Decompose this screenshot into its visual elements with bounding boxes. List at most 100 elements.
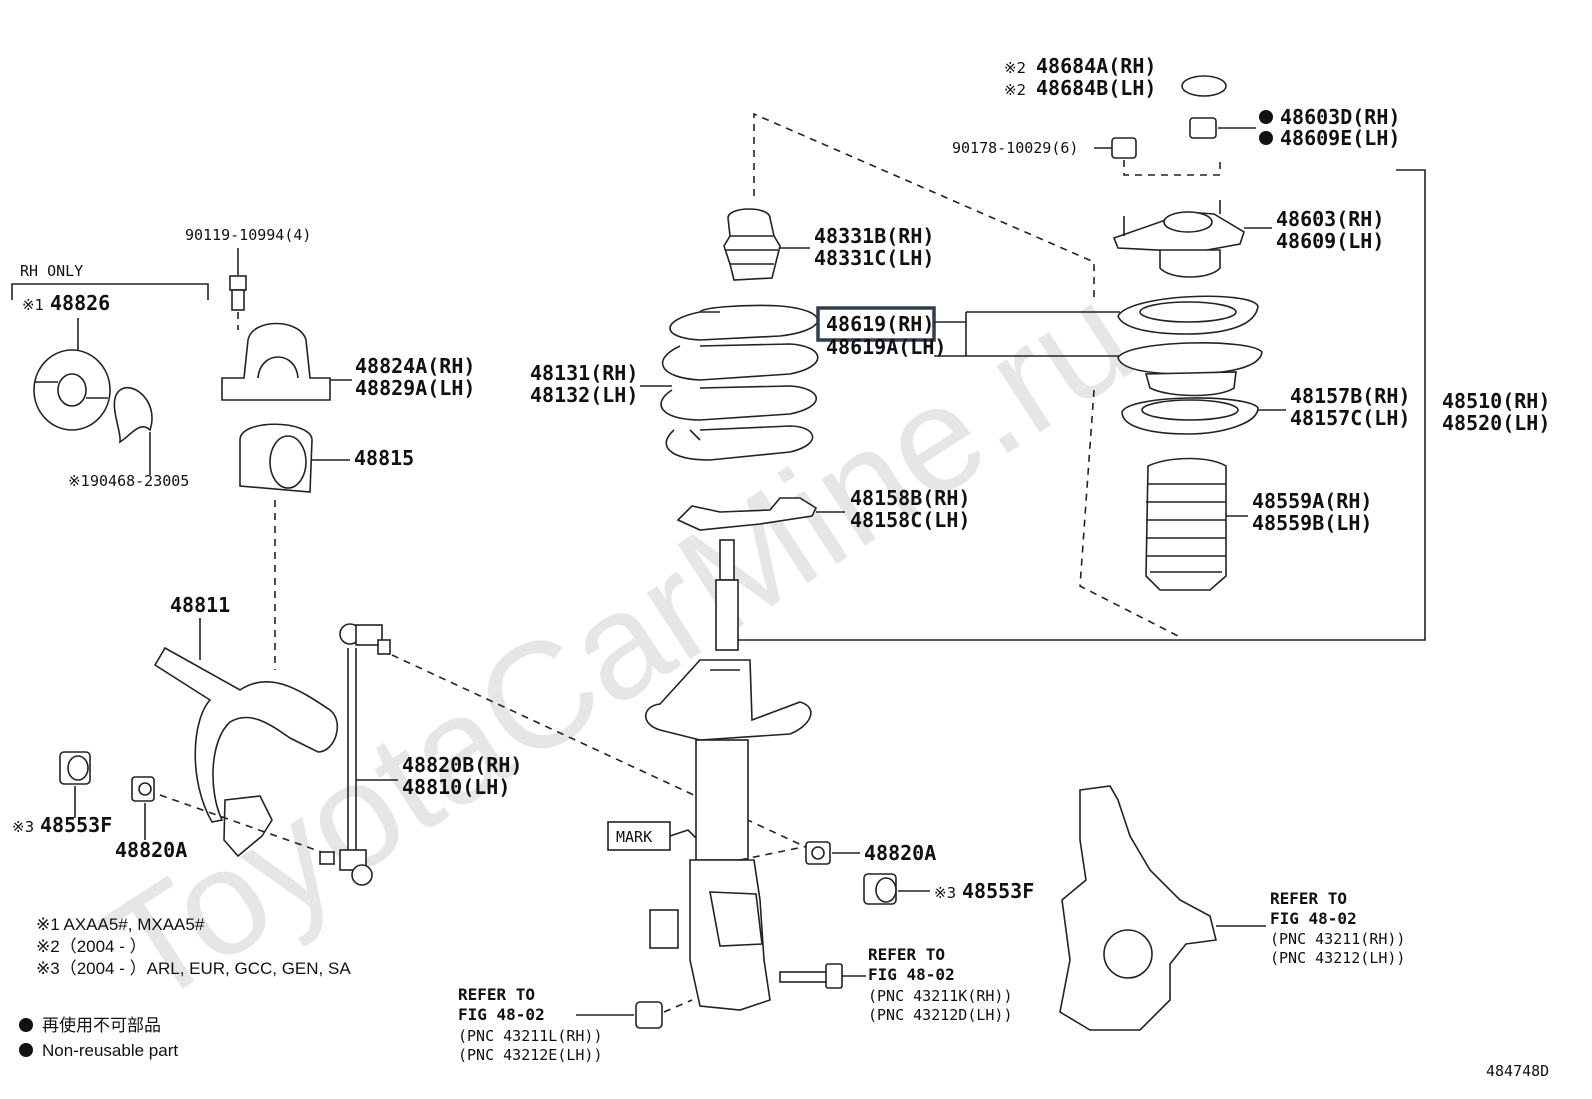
part-48510-strut-assembly[interactable]: 48510(RH) 48520(LH) (1442, 389, 1550, 435)
bolt-refer-l1: REFER TO (868, 945, 945, 964)
label-48520: 48520(LH) (1442, 411, 1550, 435)
label-48553f-left: 48553F (40, 813, 112, 837)
highlight-box (816, 306, 936, 342)
part-48619-insulator-highlighted[interactable]: 48619(RH) 48619A(LH) (816, 306, 1120, 359)
diagram-id: 484748D (1486, 1062, 1549, 1080)
nut-refer-l4: (PNC 43212E(LH)) (458, 1046, 603, 1064)
label-48157b: 48157B(RH) (1290, 384, 1410, 408)
label-48684a: 48684A(RH) (1036, 54, 1156, 78)
label-48609: 48609(LH) (1276, 229, 1384, 253)
rh-only-bracket: RH ONLY (11, 262, 209, 300)
label-48820a-right: 48820A (864, 841, 936, 865)
part-48826[interactable]: ※1 48826 (22, 291, 111, 431)
part-48824a-bracket[interactable]: 48824A(RH) 48829A(LH) (221, 322, 475, 401)
part-48553f-right[interactable]: ※3 48553F (863, 873, 1034, 905)
non-reusable-dot-icon-d (1259, 131, 1273, 145)
part-48603-support[interactable]: 48603(RH) 48609(LH) (1112, 200, 1384, 278)
label-48158b: 48158B(RH) (850, 486, 970, 510)
label-90468: 90468-23005 (90, 472, 189, 490)
label-48619a: 48619A(LH) (826, 335, 946, 359)
label-48810: 48810(LH) (402, 775, 510, 799)
label-48826: 48826 (50, 291, 110, 315)
x2-marker-b: ※2 (1004, 81, 1026, 99)
strut-assembly[interactable] (644, 169, 1426, 1011)
label-48824a: 48824A(RH) (355, 354, 475, 378)
label-48510: 48510(RH) (1442, 389, 1550, 413)
non-reusable-dot-icon (19, 1018, 33, 1032)
x3-marker-right: ※3 (934, 884, 956, 902)
part-48559a-boot[interactable]: 48559A(RH) 48559B(LH) (1145, 457, 1372, 591)
legend: 再使用不可部品 Non-reusable part (19, 1015, 178, 1060)
label-48619: 48619(RH) (826, 312, 934, 336)
part-90178-nut[interactable]: 90178-10029(6) (952, 137, 1221, 176)
bolt-refer-l4: (PNC 43212D(LH)) (868, 1006, 1013, 1024)
label-48331b: 48331B(RH) (814, 224, 934, 248)
part-48820a-right[interactable]: 48820A (805, 841, 936, 865)
non-reusable-dot-icon-b (19, 1043, 33, 1057)
guide-line-top (753, 112, 1095, 300)
label-48158c: 48158C(LH) (850, 508, 970, 532)
knuckle-refer-l4: (PNC 43212(LH)) (1270, 949, 1405, 967)
knuckle-refer-l3: (PNC 43211(RH)) (1270, 930, 1405, 948)
part-48684a-cap[interactable]: ※2 48684A(RH) ※2 48684B(LH) (1004, 54, 1227, 100)
rh-only-label: RH ONLY (20, 262, 83, 280)
label-48331c: 48331C(LH) (814, 246, 934, 270)
label-48811: 48811 (170, 593, 230, 617)
nut-refer-l1: REFER TO (458, 985, 535, 1004)
label-90119: 90119-10994(4) (185, 226, 311, 244)
part-48131-coil-spring[interactable]: 48131(RH) 48132(LH) (530, 304, 819, 461)
label-48609e: 48609E(LH) (1280, 126, 1400, 150)
part-48820b-link[interactable]: 48820B(RH) 48810(LH) (319, 623, 809, 886)
mark-callout: MARK (607, 821, 697, 851)
x1-marker: ※1 (22, 296, 44, 314)
legend-en: Non-reusable part (42, 1041, 178, 1060)
legend-jp: 再使用不可部品 (42, 1015, 161, 1035)
label-48157c: 48157C(LH) (1290, 406, 1410, 430)
label-48553f-right: 48553F (962, 879, 1034, 903)
knuckle-refer-l2: FIG 48-02 (1270, 909, 1357, 928)
nut-refer-l3: (PNC 43211L(RH)) (458, 1027, 603, 1045)
x2-marker-a: ※2 (1004, 59, 1026, 77)
bolt-refer[interactable]: REFER TO FIG 48-02 (PNC 43211K(RH)) (PNC… (779, 945, 1013, 1024)
label-48684b: 48684B(LH) (1036, 76, 1156, 100)
guide-line-studs (1123, 160, 1221, 176)
part-90119-bolt[interactable]: 90119-10994(4) (185, 226, 311, 330)
mark-box (607, 821, 671, 851)
label-48131: 48131(RH) (530, 361, 638, 385)
part-48603d-nut[interactable]: 48603D(RH) 48609E(LH) (1189, 105, 1400, 150)
part-48157b-bearing[interactable]: 48157B(RH) 48157C(LH) (1121, 384, 1410, 435)
insulator-rings[interactable] (1117, 295, 1263, 397)
label-48603d: 48603D(RH) (1280, 105, 1400, 129)
guide-line-bottom (1079, 389, 1179, 637)
knuckle-refer[interactable]: REFER TO FIG 48-02 (PNC 43211(RH)) (PNC … (1059, 785, 1405, 1031)
label-48815: 48815 (354, 446, 414, 470)
nut-refer-l2: FIG 48-02 (458, 1005, 545, 1024)
note-1: ※1 AXAA5#, MXAA5# (36, 915, 205, 934)
mark-label: MARK (616, 828, 652, 846)
footnotes: ※1 AXAA5#, MXAA5# ※2（2004 - ） ※3（2004 - … (36, 915, 351, 978)
label-48559b: 48559B(LH) (1252, 511, 1372, 535)
part-48331b-bump-stop[interactable]: 48331B(RH) 48331C(LH) (723, 208, 934, 281)
label-48603: 48603(RH) (1276, 207, 1384, 231)
bottom-nut-refer[interactable]: REFER TO FIG 48-02 (PNC 43211L(RH)) (PNC… (458, 985, 693, 1064)
label-90178: 90178-10029(6) (952, 139, 1078, 157)
part-48553f-left[interactable]: ※3 48553F (12, 751, 112, 837)
note-2: ※2（2004 - ） (36, 937, 147, 956)
part-48815-bushing[interactable]: 48815 (239, 423, 414, 670)
part-48158b-lower-insulator[interactable]: 48158B(RH) 48158C(LH) (676, 486, 970, 532)
part-48820a-left[interactable]: 48820A (115, 776, 187, 862)
label-48132: 48132(LH) (530, 383, 638, 407)
label-48820a-left: 48820A (115, 838, 187, 862)
label-48820b: 48820B(RH) (402, 753, 522, 777)
bolt-refer-l2: FIG 48-02 (868, 965, 955, 984)
label-48559a: 48559A(RH) (1252, 489, 1372, 513)
note-3: ※3（2004 - ）ARL, EUR, GCC, GEN, SA (36, 959, 351, 978)
bolt-refer-l3: (PNC 43211K(RH)) (868, 987, 1013, 1005)
label-48829a: 48829A(LH) (355, 376, 475, 400)
part-48811-stabilizer-bar[interactable]: 48811 (153, 593, 339, 858)
x3-marker-left: ※3 (12, 818, 34, 836)
x1-marker-b: ※1 (68, 472, 90, 490)
non-reusable-dot-icon-c (1259, 110, 1273, 124)
part-90468-23005[interactable]: ※1 90468-23005 (68, 386, 189, 490)
